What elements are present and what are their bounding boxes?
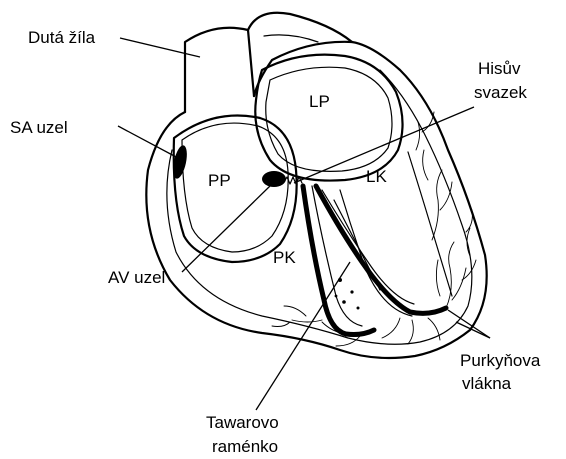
leader-purkynova-a (448, 310, 490, 338)
label-purkynova-1: Purkyňova (460, 351, 541, 370)
label-sa-uzel: SA uzel (10, 118, 68, 137)
label-tawarovo-2: raménko (212, 437, 278, 456)
label-hisuv-2: svazek (474, 83, 527, 102)
label-chamber-pp: PP (208, 171, 231, 190)
label-tawarovo-1: Tawarovo (206, 413, 279, 432)
leader-lines (118, 38, 490, 410)
label-purkynova-2: vlákna (462, 374, 512, 393)
bundle-branches (303, 186, 446, 335)
label-hisuv-1: Hisův (478, 59, 521, 78)
label-chamber-lp: LP (309, 92, 330, 111)
right-atrium (174, 116, 297, 263)
label-duta-zila: Dutá žíla (28, 28, 96, 47)
label-chamber-pk: PK (273, 248, 296, 267)
left-atrium (255, 55, 402, 181)
label-av-uzel: AV uzel (108, 268, 165, 287)
leader-sa-uzel (118, 126, 178, 158)
leader-tawarovo-ramenko (256, 262, 350, 410)
label-chamber-lk: LK (366, 167, 387, 186)
